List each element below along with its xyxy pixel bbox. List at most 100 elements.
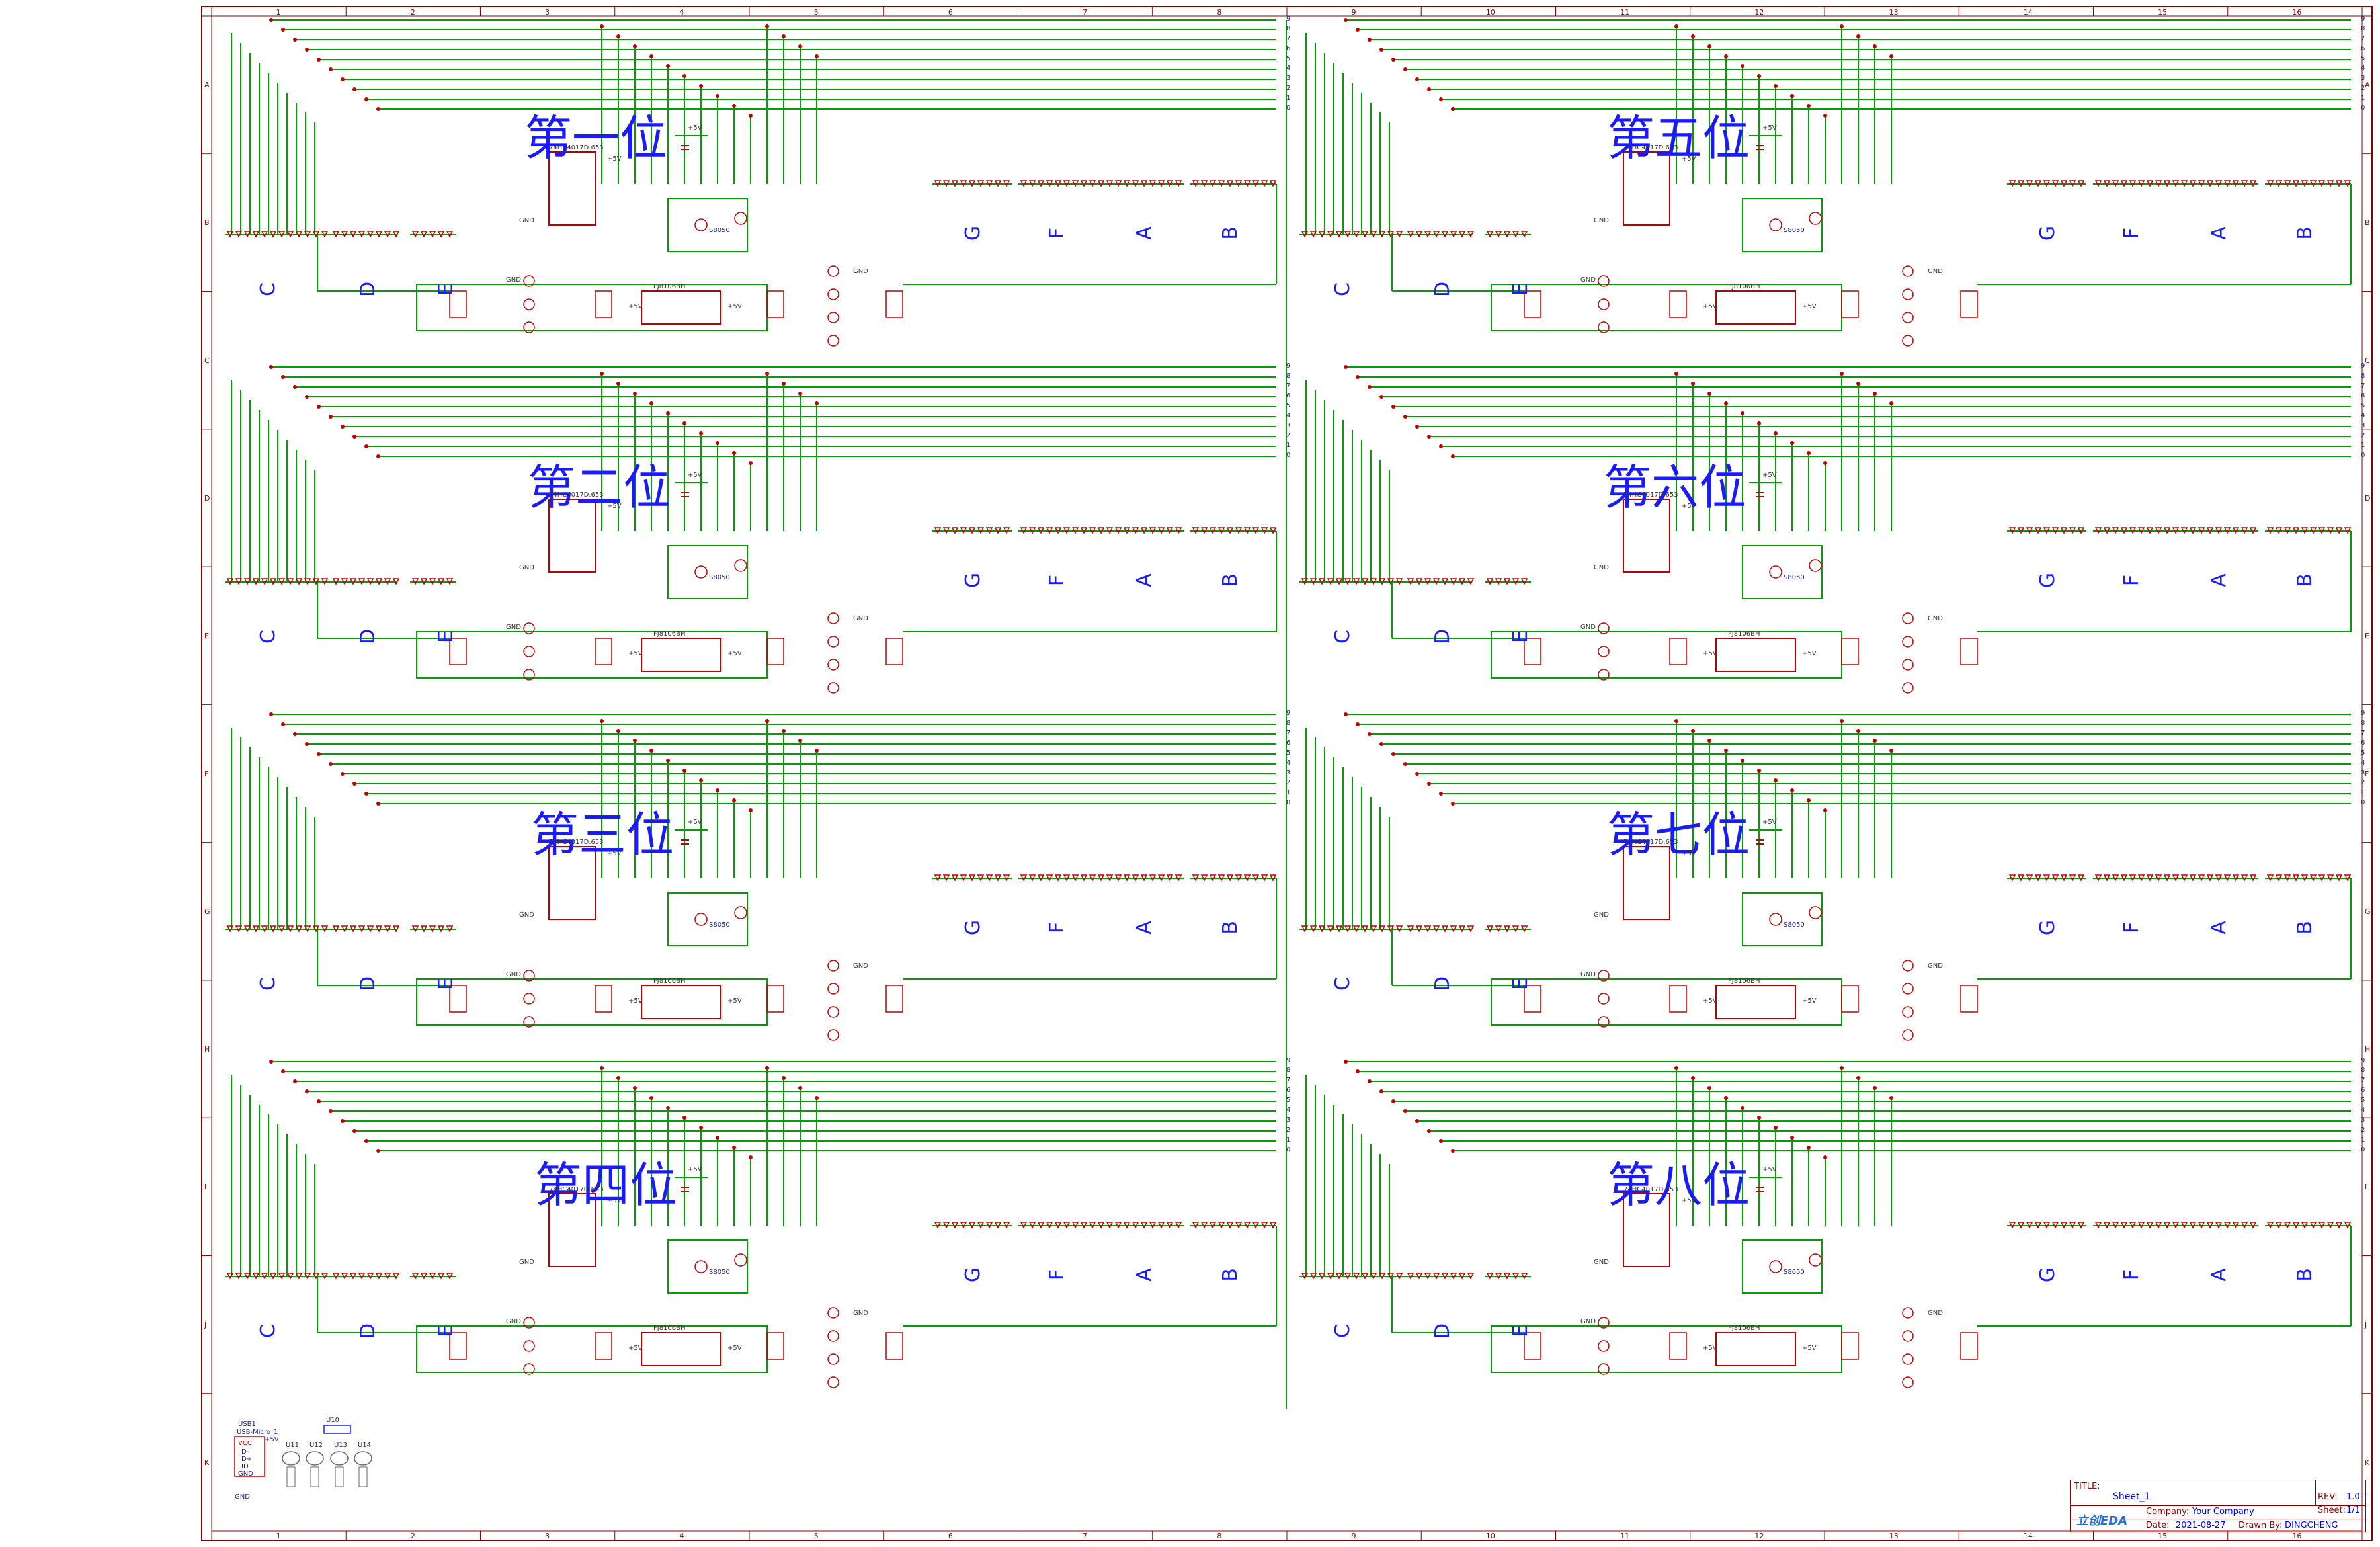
junction-dot [782,34,786,38]
resistor-pack [449,638,467,665]
display-ref: FJ8106BH [653,1325,686,1332]
transistor [1598,1317,1610,1329]
junction-dot [1439,444,1443,448]
diode-symbol [1309,231,1317,238]
header-digit-1: 第一位 [524,110,668,166]
diode-symbol [1512,578,1520,585]
diode-symbol [446,925,454,933]
diode-symbol [1192,180,1200,187]
diode-symbol [2026,1222,2033,1229]
junction-dot [732,104,736,108]
sheet-label: Sheet: [2318,1505,2346,1515]
transistor [734,1253,747,1267]
border-row-label: E [204,632,209,641]
diode-symbol [985,527,993,534]
transistor [827,1307,839,1319]
junction-dot [765,1066,769,1070]
net-label: 5 [1286,1097,1291,1104]
diode-symbol [2249,1222,2257,1229]
segment-label: D [1431,628,1455,645]
junction-dot [1691,34,1695,38]
diode-symbol [1503,578,1511,585]
diode-symbol [1361,231,1369,238]
display-ref: FJ8106BH [1728,283,1760,290]
segment-label: C [256,282,280,296]
title-label: TITLE: [2074,1482,2100,1491]
diode-symbol [1003,1222,1010,1229]
segment-label: E [1508,978,1532,990]
rev-label: REV: [2318,1492,2338,1502]
diode-symbol [2223,1222,2231,1229]
diode-symbol [2154,180,2162,187]
diode-symbol [2154,1222,2162,1229]
junction-dot [600,372,604,376]
transistor [1902,659,1914,671]
counter-ic [1623,499,1670,573]
junction-dot [1439,792,1443,796]
junction-dot [1368,1079,1372,1083]
diode-symbol [1467,1273,1475,1280]
seven-seg-display [1715,985,1796,1019]
diode-symbol [2326,874,2334,882]
junction-dot [1427,782,1431,786]
diode-symbol [1226,874,1234,882]
junction-dot [749,461,753,465]
junction-dot [699,1126,703,1130]
diode-symbol [429,578,436,585]
mounting-hole-body [286,1466,296,1487]
diode-symbol [1344,925,1352,933]
diode-symbol [968,527,976,534]
diode-symbol [2146,527,2154,534]
net-label: 3 [2361,75,2365,82]
diode-symbol [2326,1222,2334,1229]
diode-symbol [2180,527,2188,534]
diode-symbol [261,925,268,933]
junction-dot [732,798,736,802]
usb-pin-dm: D- [241,1448,249,1456]
diode-symbol [278,578,286,585]
counter-ic [1623,1193,1670,1267]
diode-symbol [1252,527,1260,534]
junction-dot [782,729,786,733]
transistor [1902,288,1914,300]
diode-symbol [1327,925,1334,933]
segment-label: A [2207,573,2231,587]
supply-label: +5V [727,650,742,657]
diode-symbol [2120,1222,2128,1229]
diode-symbol [2112,527,2119,534]
diode-symbol [1235,874,1243,882]
junction-dot [1344,18,1348,22]
supply-label: +5V [1682,503,1696,510]
resistor-pack [595,638,612,665]
diode-symbol [252,1273,260,1280]
net-label: 6 [2361,1087,2365,1094]
junction-dot [1889,54,1893,58]
diode-symbol [1520,1273,1528,1280]
diode-symbol [2034,527,2042,534]
counter-ic-ref: 74HC4017D.653 [1623,144,1678,151]
ground-label: GND [1594,217,1609,224]
diode-symbol [2172,527,2180,534]
diode-symbol [2060,1222,2068,1229]
digit-cell [225,18,1277,347]
diode-symbol [411,231,419,238]
supply-label: +5V [1802,650,1817,657]
diode-symbol [2043,1222,2051,1229]
usb-ground: GND [235,1493,250,1501]
diode-symbol [2249,180,2257,187]
junction-dot [1368,385,1372,389]
supply-label: +5V [1703,1345,1717,1352]
ground-label: GND [506,971,521,978]
net-label: 5 [1286,402,1291,409]
junction-dot [305,395,309,399]
diode-symbol [1335,925,1343,933]
net-label: 7 [1286,1077,1291,1084]
diode-symbol [2318,874,2326,882]
junction-dot [1873,44,1877,48]
border-column-label: 11 [1620,8,1630,17]
counter-ic [548,151,596,226]
segment-label: A [1132,921,1156,935]
diode-symbol [1157,180,1165,187]
usb-pin-gnd: GND [238,1470,253,1478]
diode-symbol [2232,527,2240,534]
